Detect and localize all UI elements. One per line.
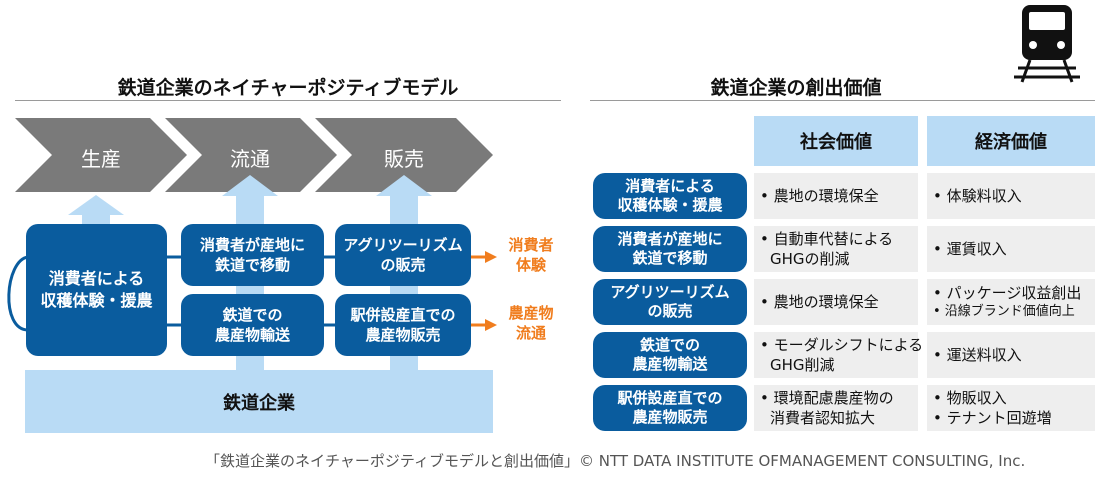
consumer-experience-line-2: 体験 [515, 255, 546, 274]
station-market-line-1: 駅併設産直での [350, 305, 456, 324]
produce-distribution-line-2: 流通 [515, 323, 546, 342]
right-title-divider [590, 100, 1095, 101]
row-label-agritourism-line-1: アグリツーリズム [610, 282, 730, 301]
row-label-rail-travel: 消費者が産地に 鉄道で移動 [593, 226, 747, 272]
cell-social-station-market-line-2: 消費者認知拡大 [770, 409, 876, 427]
chevron-label-production: 生産 [81, 147, 121, 171]
chevron-distribution [165, 118, 337, 192]
row-label-harvest-line-1: 消費者による [625, 176, 715, 195]
row-label-harvest: 消費者による 収穫体験・援農 [593, 173, 747, 219]
cell-economic-rail-freight: • 運送料収入 [927, 332, 1095, 378]
cell-economic-rail-travel: • 運賃収入 [927, 226, 1095, 272]
rail-freight-line-2: 農産物輸送 [214, 326, 290, 344]
cell-social-station-market: • 環境配慮農産物の 消費者認知拡大 [754, 385, 918, 431]
cell-economic-rail-travel-line-1: • 運賃収入 [933, 239, 1007, 258]
rail-freight-line-1: 鉄道での [222, 305, 283, 324]
row-label-rail-freight-line-2: 農産物輸送 [632, 355, 708, 373]
cell-social-rail-freight: • モーダルシフトによる GHG削減 [754, 332, 924, 378]
cell-social-rail-freight-line-2: GHG削減 [770, 356, 835, 374]
cell-social-agritourism: • 農地の環境保全 [754, 279, 918, 325]
orange-arrow-upper-head [485, 251, 497, 263]
chevron-label-distribution: 流通 [230, 147, 270, 171]
cell-economic-agritourism-line-1: • パッケージ収益創出 [933, 284, 1082, 303]
rail-travel-line-2: 鉄道で移動 [214, 256, 290, 274]
left-title-divider [15, 100, 561, 101]
harvest-experience-box: 消費者による 収穫体験・援農 [26, 224, 167, 356]
orange-arrow-lower-head [485, 319, 497, 331]
row-label-agritourism: アグリツーリズム の販売 [593, 279, 747, 325]
cell-social-rail-travel-line-1: • 自動車代替による [760, 229, 894, 248]
cell-economic-agritourism-line-2: • 沿線ブランド価値向上 [933, 304, 1075, 320]
harvest-experience-line-1: 消費者による [48, 269, 145, 289]
row-label-station-market-line-1: 駅併設産直での [617, 388, 723, 407]
consumer-experience-line-1: 消費者 [508, 236, 554, 254]
agritourism-line-1: アグリツーリズム [343, 235, 463, 254]
left-section-title: 鉄道企業のネイチャーポジティブモデル [117, 77, 459, 99]
row-label-harvest-line-2: 収穫体験・援農 [617, 196, 723, 214]
agritourism-box: アグリツーリズム の販売 [335, 224, 471, 286]
cell-social-rail-freight-line-1: • モーダルシフトによる [760, 335, 924, 354]
row-label-station-market-line-2: 農産物販売 [632, 408, 708, 426]
railway-company-base: 鉄道企業 [25, 370, 493, 433]
loop-connector [7, 255, 29, 332]
station-market-box: 駅併設産直での 農産物販売 [335, 294, 471, 356]
consumer-experience-label: 消費者 体験 [497, 236, 565, 275]
header-social-value-label: 社会価値 [800, 132, 872, 153]
station-market-line-2: 農産物販売 [365, 326, 441, 344]
chevron-production [15, 118, 187, 192]
row-label-station-market: 駅併設産直での 農産物販売 [593, 385, 747, 431]
cell-economic-station-market-line-2: • テナント回遊増 [933, 409, 1052, 427]
row-label-agritourism-line-2: の販売 [647, 302, 693, 320]
copyright-caption: 「鉄道企業のネイチャーポジティブモデルと創出価値」© NTT DATA INST… [205, 452, 1026, 470]
right-section-title: 鉄道企業の創出価値 [710, 77, 882, 99]
produce-distribution-label: 農産物 流通 [497, 304, 565, 343]
train-icon [1014, 5, 1080, 83]
row-label-rail-freight: 鉄道での 農産物輸送 [593, 332, 747, 378]
cell-social-harvest-line-1: • 農地の環境保全 [760, 186, 879, 205]
agritourism-line-2: の販売 [380, 256, 426, 274]
header-economic-value-label: 経済価値 [975, 132, 1047, 153]
rail-travel-box: 消費者が産地に 鉄道で移動 [181, 224, 324, 286]
cell-economic-harvest-line-1: • 体験料収入 [933, 186, 1022, 205]
cell-economic-station-market: • 物販収入 • テナント回遊増 [927, 385, 1095, 431]
rail-travel-line-1: 消費者が産地に [199, 235, 305, 254]
chevron-sales [315, 118, 493, 192]
cell-social-station-market-line-1: • 環境配慮農産物の [760, 388, 894, 407]
produce-distribution-line-1: 農産物 [508, 304, 554, 322]
railway-company-label: 鉄道企業 [223, 392, 295, 414]
cell-social-rail-travel: • 自動車代替による GHGの削減 [754, 226, 918, 272]
row-label-rail-travel-line-2: 鉄道で移動 [632, 249, 708, 267]
row-label-rail-travel-line-1: 消費者が産地に [617, 229, 723, 248]
cell-economic-rail-freight-line-1: • 運送料収入 [933, 345, 1022, 364]
header-social-value: 社会価値 [754, 116, 918, 166]
cell-economic-harvest: • 体験料収入 [927, 173, 1095, 219]
cell-social-rail-travel-line-2: GHGの削減 [770, 250, 850, 268]
cell-social-harvest: • 農地の環境保全 [754, 173, 918, 219]
cell-social-agritourism-line-1: • 農地の環境保全 [760, 292, 879, 311]
cell-economic-station-market-line-1: • 物販収入 [933, 388, 1007, 407]
row-label-rail-freight-line-1: 鉄道での [639, 335, 700, 354]
rail-freight-box: 鉄道での 農産物輸送 [181, 294, 324, 356]
harvest-experience-line-2: 収穫体験・援農 [40, 291, 153, 310]
cell-economic-agritourism: • パッケージ収益創出 • 沿線ブランド価値向上 [927, 279, 1095, 325]
header-economic-value: 経済価値 [927, 116, 1095, 166]
chevron-label-sales: 販売 [384, 147, 424, 171]
